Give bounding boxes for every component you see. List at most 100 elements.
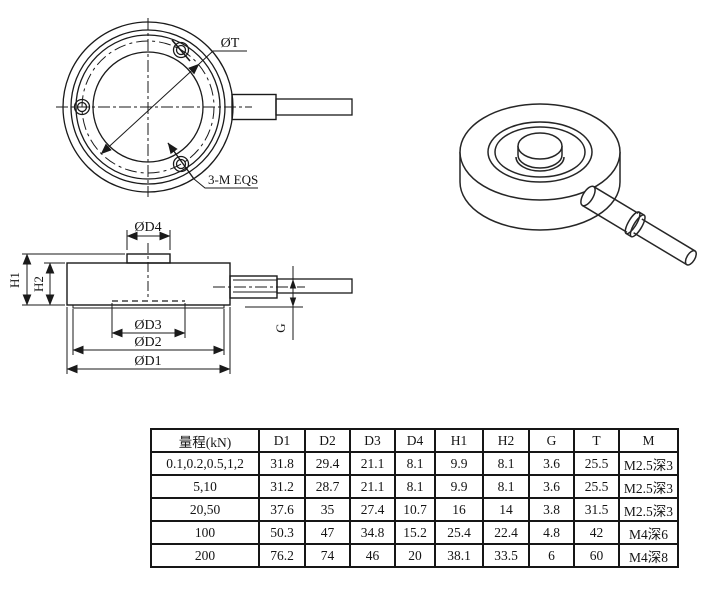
mounting-hole xyxy=(73,98,91,116)
body-bottom-arc xyxy=(459,181,621,231)
header-cell: G xyxy=(528,428,575,453)
table-cell: 74 xyxy=(304,543,351,568)
leader-holes xyxy=(193,178,258,189)
leader-holes-slash xyxy=(167,142,195,180)
table-cell: 31.5 xyxy=(573,497,620,522)
table-cell: 9.9 xyxy=(434,474,484,499)
button-top-face xyxy=(517,132,563,160)
header-cell: T xyxy=(573,428,620,453)
dim-label-h1: H1 xyxy=(7,272,22,288)
table-cell: 50.3 xyxy=(258,520,306,545)
dim-line-t xyxy=(100,63,200,155)
table-cell: 3.8 xyxy=(528,497,575,522)
cable-gland-top xyxy=(231,93,277,121)
table-cell: M4深8 xyxy=(618,543,679,568)
recess-ring-inner xyxy=(494,126,586,178)
table-cell: 27.4 xyxy=(349,497,396,522)
header-cell: H2 xyxy=(482,428,530,453)
table-cell: 21.1 xyxy=(349,474,396,499)
header-cell: M xyxy=(618,428,679,453)
dim-label-d4: ØD4 xyxy=(134,220,161,235)
table-cell: 100 xyxy=(150,520,260,545)
table-cell: 20 xyxy=(394,543,436,568)
recess-ring-outer xyxy=(487,121,593,183)
table-cell: 10.7 xyxy=(394,497,436,522)
dim-label-d3: ØD3 xyxy=(134,318,161,333)
table-cell: 46 xyxy=(349,543,396,568)
table-cell: M4深6 xyxy=(618,520,679,545)
table-cell: 8.1 xyxy=(482,474,530,499)
header-cell: D4 xyxy=(394,428,436,453)
table-cell: 8.1 xyxy=(394,451,436,476)
isometric-view xyxy=(459,103,697,266)
dim-label-h2: H2 xyxy=(31,276,46,292)
table-cell: 5,10 xyxy=(150,474,260,499)
table-cell: 42 xyxy=(573,520,620,545)
table-cell: 31.2 xyxy=(258,474,306,499)
button-base-arc xyxy=(515,156,565,172)
table-cell: 8.1 xyxy=(482,451,530,476)
table-cell: 6 xyxy=(528,543,575,568)
table-cell: 60 xyxy=(573,543,620,568)
table-cell: 9.9 xyxy=(434,451,484,476)
header-cell: H1 xyxy=(434,428,484,453)
dim-g xyxy=(245,266,303,340)
mounting-hole xyxy=(171,39,191,62)
dim-d1 xyxy=(66,307,231,374)
header-cell: D3 xyxy=(349,428,396,453)
cable-top xyxy=(275,98,353,116)
cable-isometric xyxy=(580,185,697,266)
table-cell: M2.5深3 xyxy=(618,451,679,476)
table-cell: 3.6 xyxy=(528,451,575,476)
table-cell: 38.1 xyxy=(434,543,484,568)
dim-h2 xyxy=(44,262,65,306)
table-cell: 15.2 xyxy=(394,520,436,545)
table-cell: 0.1,0.2,0.5,1,2 xyxy=(150,451,260,476)
table-cell: 35 xyxy=(304,497,351,522)
table-cell: 200 xyxy=(150,543,260,568)
button-bottom-arc xyxy=(517,154,563,169)
table-cell: 37.6 xyxy=(258,497,306,522)
header-cell: D2 xyxy=(304,428,351,453)
table-cell: 76.2 xyxy=(258,543,306,568)
table-cell: 3.6 xyxy=(528,474,575,499)
side-view xyxy=(22,230,353,374)
cable-side xyxy=(276,278,353,294)
table-cell: 21.1 xyxy=(349,451,396,476)
label-3m-eqs: 3-M EQS xyxy=(208,172,258,187)
table-cell: 33.5 xyxy=(482,543,530,568)
bottom-lip xyxy=(72,304,225,309)
table-cell: 25.5 xyxy=(573,451,620,476)
table-cell: 8.1 xyxy=(394,474,436,499)
dim-label-d1: ØD1 xyxy=(134,354,161,369)
table-cell: 31.8 xyxy=(258,451,306,476)
dim-label-d2: ØD2 xyxy=(134,335,161,350)
dim-label-g: G xyxy=(273,323,288,332)
label-phi-t: ØT xyxy=(221,36,240,51)
dim-d2 xyxy=(72,309,225,355)
table-cell: 20,50 xyxy=(150,497,260,522)
table-cell: 25.5 xyxy=(573,474,620,499)
technical-drawing: ØT 3-M EQS xyxy=(7,18,697,374)
table-cell: 25.4 xyxy=(434,520,484,545)
dim-h1 xyxy=(22,253,125,306)
table-cell: 28.7 xyxy=(304,474,351,499)
table-cell: 22.4 xyxy=(482,520,530,545)
table-cell: 14 xyxy=(482,497,530,522)
table-cell: 4.8 xyxy=(528,520,575,545)
table-cell: M2.5深3 xyxy=(618,474,679,499)
dim-d4 xyxy=(126,230,171,250)
table-cell: 34.8 xyxy=(349,520,396,545)
header-cell: 量程(kN) xyxy=(150,428,260,453)
leader-t xyxy=(198,50,247,65)
table-cell: 16 xyxy=(434,497,484,522)
